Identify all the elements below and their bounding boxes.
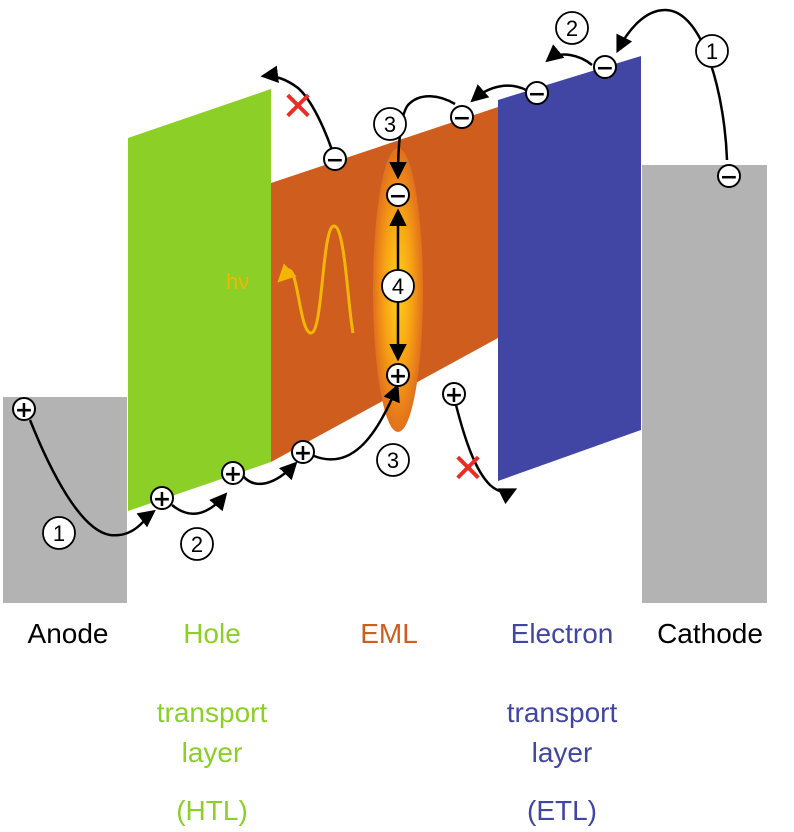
electron-transport-arrow-1 [545, 44, 593, 66]
svg-text:2: 2 [566, 16, 578, 41]
svg-text:−: − [528, 82, 546, 107]
svg-text:+: + [153, 487, 171, 512]
step-1-hole: 1 [42, 516, 76, 550]
electron-entry-arrow [389, 95, 456, 180]
anode-block [3, 397, 127, 603]
eml-label: EML [360, 618, 418, 649]
etl-layer [498, 56, 641, 481]
svg-text:−: − [596, 56, 614, 81]
svg-text:2: 2 [191, 532, 203, 557]
svg-text:1: 1 [706, 39, 718, 64]
electron-blocked: − [323, 147, 347, 173]
hole-eml-edge: + [291, 440, 315, 466]
electron-blocked-arrow [260, 65, 334, 151]
photon-wave [277, 224, 355, 335]
etl-label-line2: transport [507, 697, 618, 728]
cathode-label: Cathode [657, 618, 763, 649]
htl-label-line3: layer [182, 737, 243, 768]
hole-transport-arrow-1 [171, 492, 228, 515]
svg-text:+: + [224, 462, 242, 487]
svg-text:−: − [326, 148, 344, 173]
electron-etl-2: − [525, 81, 549, 107]
step-3-hole: 3 [376, 443, 410, 477]
hole-recombination: + [386, 363, 410, 389]
cathode-block [642, 165, 767, 603]
electron-eml-edge: − [450, 105, 474, 131]
svg-text:+: + [445, 383, 463, 408]
hole-anode: + [12, 397, 36, 423]
svg-text:1: 1 [53, 521, 65, 546]
svg-text:−: − [389, 184, 407, 209]
htl-layer [128, 89, 271, 511]
svg-text:−: − [453, 106, 471, 131]
anode-label: Anode [28, 618, 109, 649]
svg-text:4: 4 [392, 274, 404, 299]
hole-blocked: + [442, 382, 466, 408]
svg-text:+: + [294, 441, 312, 466]
electron-injection-arrow [616, 8, 729, 161]
svg-text:3: 3 [387, 448, 399, 473]
photon-label: hν [226, 269, 249, 294]
step-1-electron: 1 [695, 34, 729, 68]
electron-transport-arrow-2 [470, 84, 527, 103]
electron-cathode: − [717, 164, 741, 190]
step-4-recombination: 4 [381, 269, 415, 303]
svg-text:+: + [15, 398, 33, 423]
hole-block-mark: ✕ [451, 446, 485, 492]
electron-block-mark: ✕ [281, 84, 315, 130]
svg-text:3: 3 [384, 112, 396, 137]
hole-transport-arrow-2 [242, 461, 298, 486]
step-2-electron: 2 [555, 11, 589, 45]
svg-text:+: + [389, 364, 407, 389]
electron-etl-1: − [593, 55, 617, 81]
step-3-electron: 3 [373, 107, 407, 141]
hole-injection-arrow [28, 419, 156, 537]
hole-htl-1: + [150, 486, 174, 512]
step-2-hole: 2 [180, 527, 214, 561]
hole-entry-arrow [313, 383, 400, 461]
etl-label-line1: Electron [511, 618, 614, 649]
htl-label-line4: (HTL) [176, 795, 248, 826]
electron-recombination: − [386, 183, 410, 209]
svg-text:−: − [720, 165, 738, 190]
hole-htl-2: + [221, 461, 245, 487]
htl-label-line1: Hole [183, 618, 241, 649]
htl-label-line2: transport [157, 697, 268, 728]
etl-label-line4: (ETL) [527, 795, 597, 826]
hole-blocked-arrow [454, 404, 518, 505]
etl-label-line3: layer [532, 737, 593, 768]
